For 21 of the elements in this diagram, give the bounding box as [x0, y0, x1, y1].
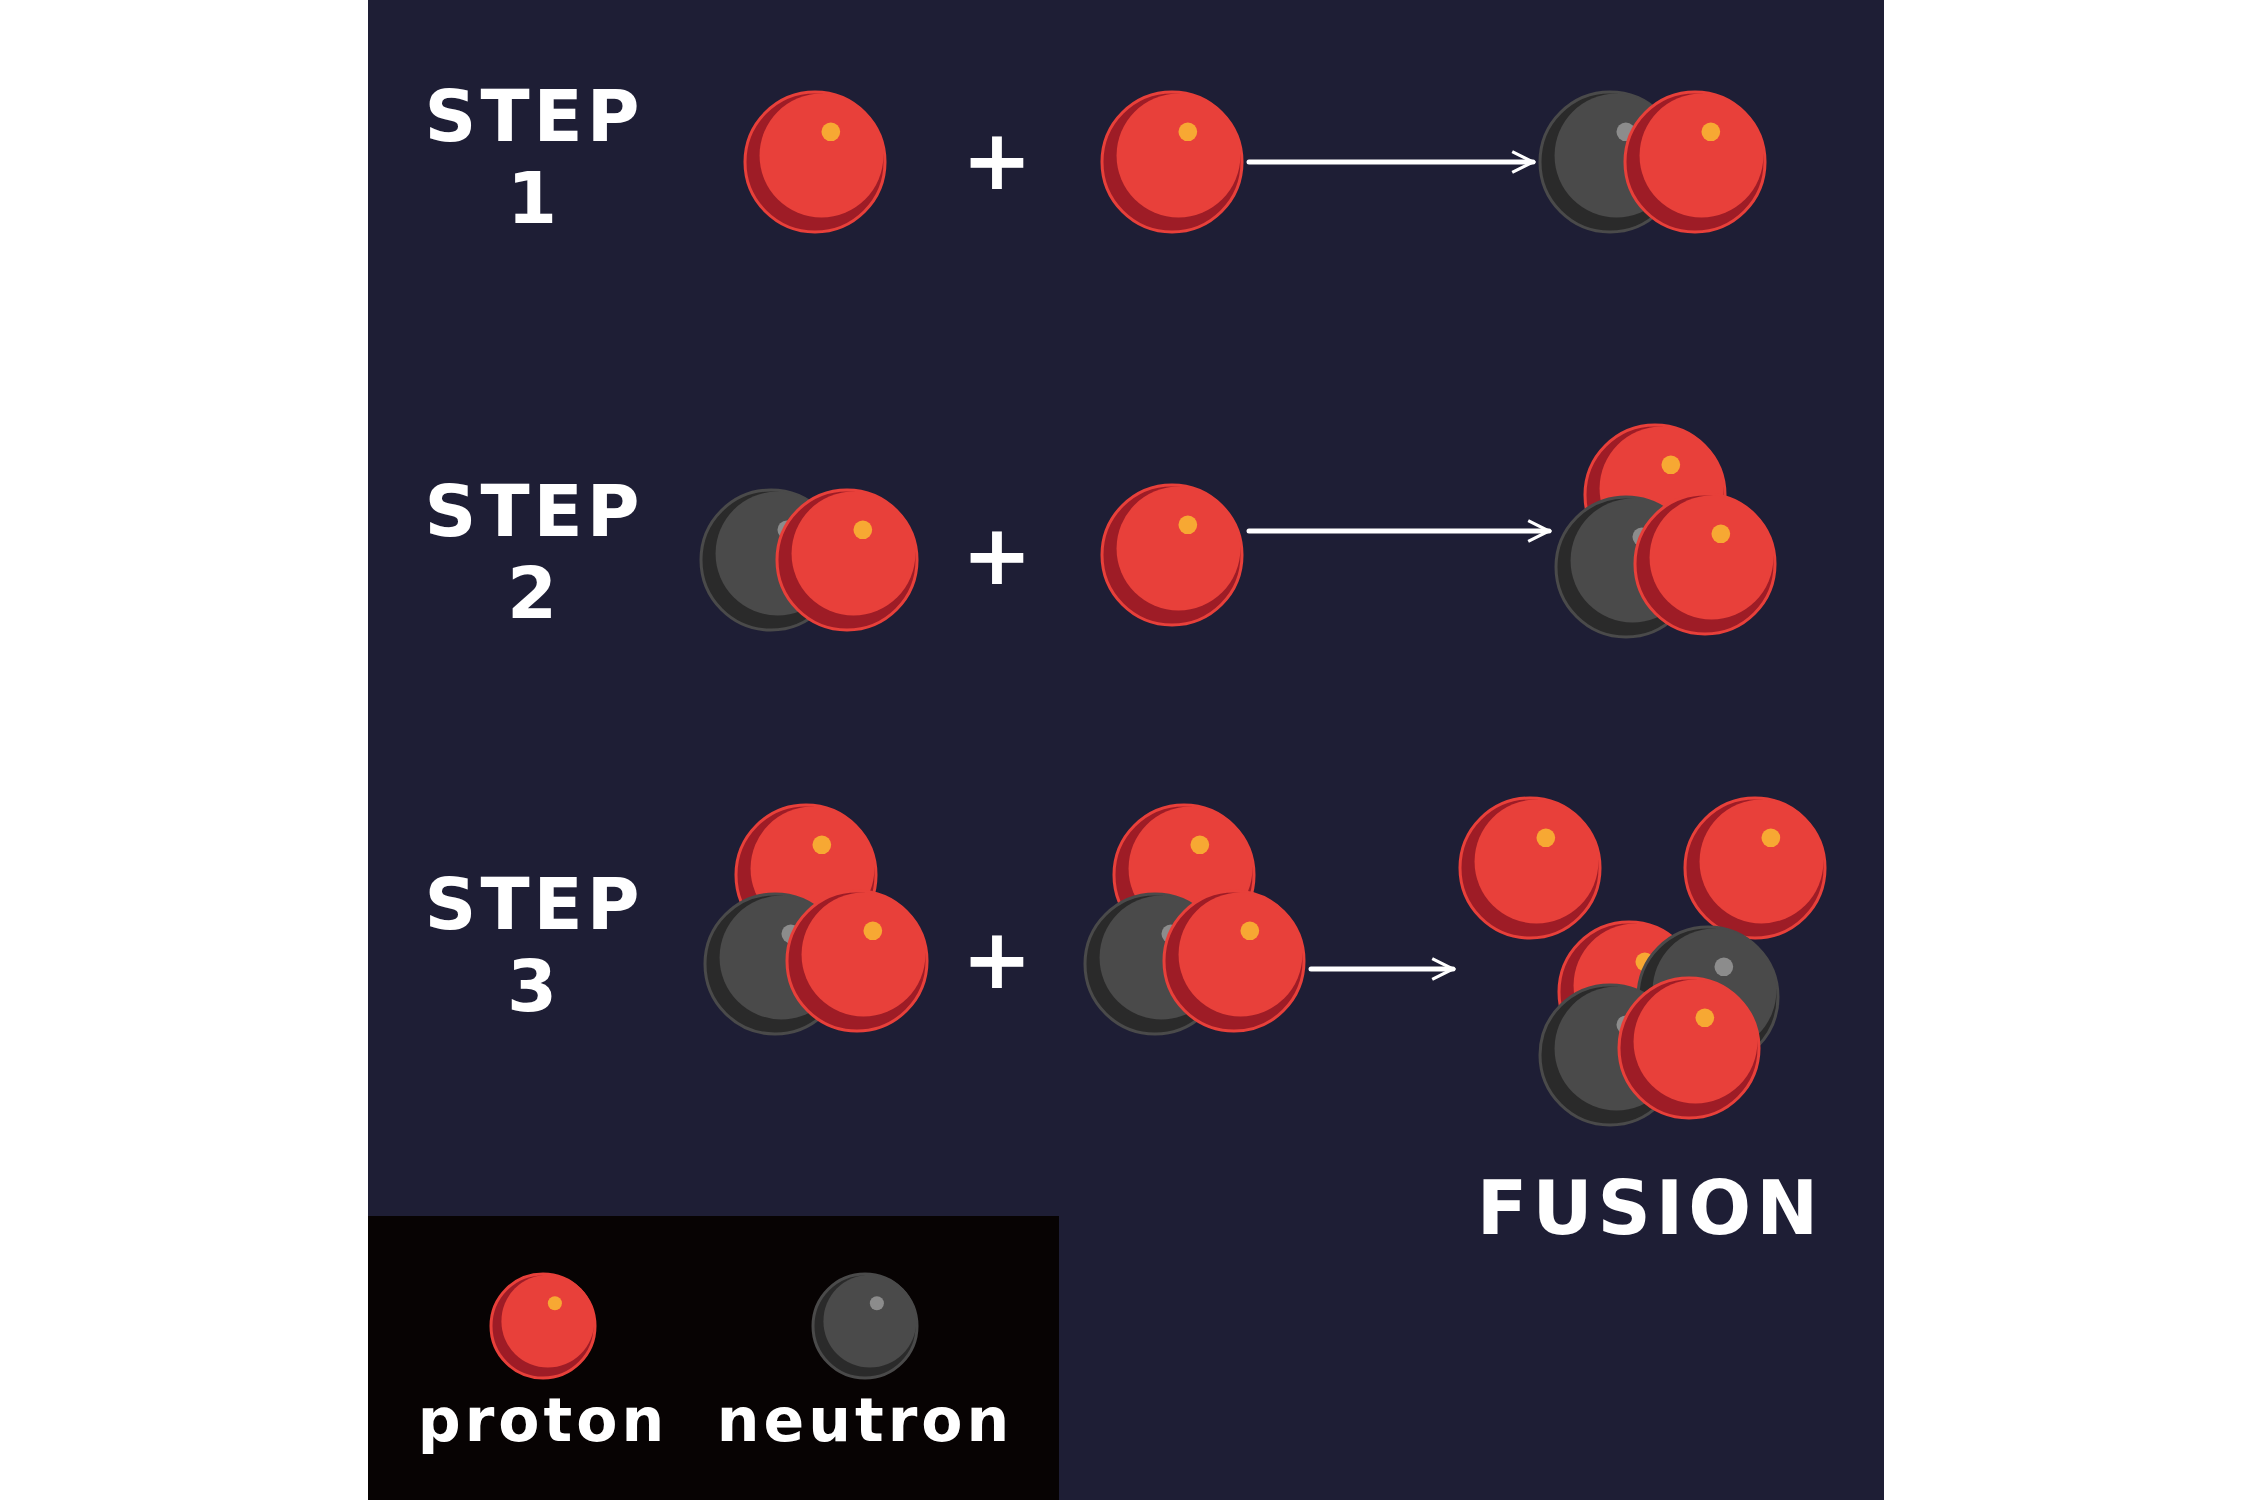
proton-drawing	[743, 90, 887, 234]
nucleus-drawing	[1083, 803, 1306, 1036]
plus-sign: +	[960, 110, 1034, 210]
legend-label: neutron	[715, 1385, 1015, 1455]
plus-sign: +	[960, 505, 1034, 605]
nucleus-drawing	[1554, 423, 1777, 639]
nucleus-drawing	[703, 803, 929, 1036]
fusion-products-drawing	[1458, 796, 1827, 1127]
plus-sign: +	[960, 909, 1034, 1009]
step-label: STEP 1	[423, 75, 645, 239]
nucleus-drawing	[699, 488, 919, 632]
proton-drawing	[1100, 90, 1244, 234]
caption-label: FUSION	[1475, 1165, 1825, 1251]
step-label: STEP 2	[423, 470, 645, 634]
arrow	[1246, 519, 1552, 544]
nucleus-drawing	[1538, 90, 1767, 234]
arrow	[1308, 957, 1456, 982]
arrow	[1246, 150, 1536, 175]
legend-label: proton	[416, 1385, 670, 1455]
proton-drawing	[1100, 483, 1244, 627]
step-label: STEP 3	[423, 863, 645, 1027]
